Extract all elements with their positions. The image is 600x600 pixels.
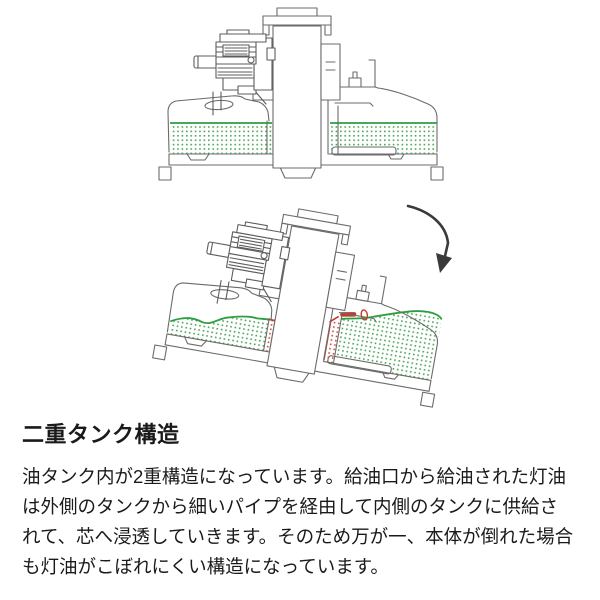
tilt-arrow-icon xyxy=(406,204,452,273)
inner-tank-fill-right xyxy=(323,318,342,366)
kerosene-fill-upright xyxy=(170,122,437,156)
description-line: れて、芯へ浸透していきます。そのため万が一、本体が倒れた場合 xyxy=(22,526,574,547)
feed-port-highlight xyxy=(360,309,369,321)
inner-tank-fill-left xyxy=(263,319,275,353)
description-line: は外側のタンクから細いパイプを経由して内側のタンクに供給さ xyxy=(22,496,558,517)
description-line: も灯油がこぼれにくい構造になっています。 xyxy=(22,556,389,577)
heater-upright-diagram xyxy=(158,7,444,181)
heater-tilted-diagram xyxy=(152,187,463,408)
kerosene-fill-tilted xyxy=(167,309,443,383)
section-heading: 二重タンク構造 xyxy=(22,422,180,447)
description-section: 二重タンク構造 油タンク内が2重構造になっています。給油口から給油された灯油 は… xyxy=(22,420,582,582)
heater-outline xyxy=(158,7,444,181)
fuel-pipe xyxy=(331,146,397,156)
description-line: 油タンク内が2重構造になっています。給油口から給油された灯油 xyxy=(22,466,567,487)
